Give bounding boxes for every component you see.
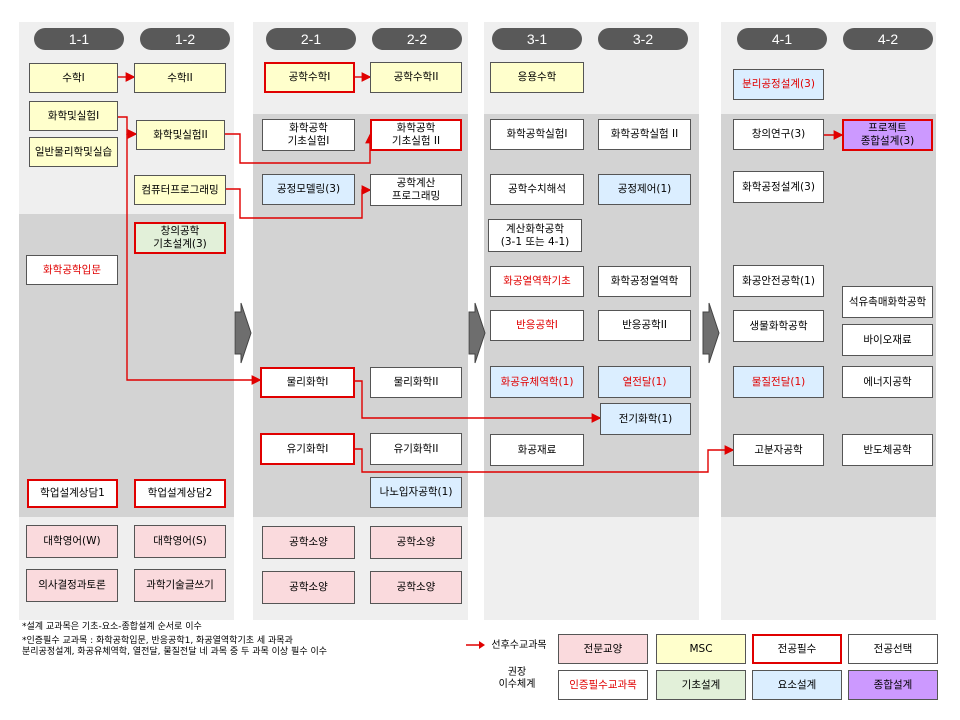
course-science-tech-writing[interactable]: 과학기술글쓰기 [134, 569, 226, 602]
course-process-control[interactable]: 공정제어(1) [598, 174, 691, 205]
course-computational-chemeng[interactable]: 계산화학공학 (3-1 또는 4-1) [488, 219, 582, 252]
course-fluid-mechanics[interactable]: 화공유체역학(1) [490, 366, 584, 398]
course-chem-lab-2[interactable]: 화학및실험II [136, 120, 225, 150]
course-chemeng-basic-lab-1[interactable]: 화학공학 기초실험I [262, 119, 355, 151]
course-academic-consult-1[interactable]: 학업설계상담1 [27, 479, 118, 508]
semester-pill-2-2: 2-2 [372, 28, 462, 50]
course-semiconductor-engineering[interactable]: 반도체공학 [842, 434, 933, 466]
course-eng-literacy-2-2b[interactable]: 공학소양 [370, 571, 462, 604]
legend-prereq-label: 선후수교과목 [491, 640, 547, 651]
course-biomaterials[interactable]: 바이오재료 [842, 324, 933, 356]
course-eng-literacy-2-1b[interactable]: 공학소양 [262, 571, 355, 604]
course-polymer-engineering[interactable]: 고분자공학 [733, 434, 824, 466]
course-chemeng-experiment-1[interactable]: 화학공학실험I [490, 119, 584, 150]
course-chemeng-safety[interactable]: 화공안전공학(1) [733, 265, 824, 297]
legend-major-liberal: 전문교양 [558, 634, 648, 664]
semester-pill-2-1: 2-1 [266, 28, 356, 50]
course-petroleum-catalysis[interactable]: 석유촉매화학공학 [842, 286, 933, 318]
course-electrochemistry[interactable]: 전기화학(1) [600, 403, 691, 435]
course-organic-chemistry-2[interactable]: 유기화학II [370, 433, 462, 465]
semester-pill-1-1: 1-1 [34, 28, 124, 50]
year-transition-arrow-3 [702, 302, 720, 364]
note-design-order: *설계 교과목은 기초-요소-종합설계 순서로 이수 [22, 622, 202, 632]
course-creative-basic-design[interactable]: 창의공학 기초설계(3) [134, 222, 226, 254]
semester-pill-3-2: 3-2 [598, 28, 688, 50]
course-process-modeling[interactable]: 공정모델링(3) [262, 174, 355, 205]
year-transition-arrow-1 [234, 302, 252, 364]
legend-certification-required: 인증필수교과목 [558, 670, 648, 700]
semester-pill-1-2: 1-2 [140, 28, 230, 50]
course-eng-literacy-2-2[interactable]: 공학소양 [370, 526, 462, 559]
course-thermodynamics-basics[interactable]: 화공열역학기초 [490, 266, 584, 297]
course-project-capstone-design[interactable]: 프로젝트 종합설계(3) [842, 119, 933, 151]
legend-msc: MSC [656, 634, 746, 664]
year-transition-arrow-2 [468, 302, 486, 364]
course-chemeng-basic-lab-2[interactable]: 화학공학 기초실험 II [370, 119, 462, 151]
course-eng-math-2[interactable]: 공학수학II [370, 62, 462, 93]
course-numerical-analysis[interactable]: 공학수치해석 [490, 174, 584, 205]
course-heat-transfer[interactable]: 열전달(1) [598, 366, 691, 398]
course-math-1[interactable]: 수학I [29, 63, 118, 93]
course-chemeng-experiment-2[interactable]: 화학공학실험 II [598, 119, 691, 150]
year3-bottom-band [484, 517, 699, 620]
note-certification-required: *인증필수 교과목 : 화학공학입문, 반응공학1, 화공열역학기초 세 과목과… [22, 636, 328, 657]
course-energy-engineering[interactable]: 에너지공학 [842, 366, 933, 398]
course-reaction-engineering-2[interactable]: 반응공학II [598, 310, 691, 341]
semester-pill-4-2: 4-2 [843, 28, 933, 50]
course-separation-process-design[interactable]: 분리공정설계(3) [733, 69, 824, 100]
course-mass-transfer[interactable]: 물질전달(1) [733, 366, 824, 398]
legend-element-design: 요소설계 [752, 670, 842, 700]
legend-major-required: 전공필수 [752, 634, 842, 664]
course-chemeng-materials[interactable]: 화공재료 [490, 434, 584, 466]
course-organic-chemistry-1[interactable]: 유기화학I [260, 433, 355, 465]
course-eng-math-1[interactable]: 공학수학I [264, 62, 355, 93]
legend-major-elective: 전공선택 [848, 634, 938, 664]
course-english-writing[interactable]: 대학영어(W) [26, 525, 118, 558]
course-english-speaking[interactable]: 대학영어(S) [134, 525, 226, 558]
course-chemical-process-design[interactable]: 화학공정설계(3) [733, 171, 824, 203]
course-academic-consult-2[interactable]: 학업설계상담2 [134, 479, 226, 508]
course-chem-lab-1[interactable]: 화학및실험I [29, 101, 118, 131]
legend-recommended-label: 권장 이수체계 [498, 667, 536, 690]
course-physical-chemistry-1[interactable]: 물리화학I [260, 367, 355, 398]
course-biochemical-engineering[interactable]: 생물화학공학 [733, 310, 824, 342]
course-physical-chemistry-2[interactable]: 물리화학II [370, 367, 462, 398]
course-process-thermodynamics[interactable]: 화학공정열역학 [598, 266, 691, 297]
course-reaction-engineering-1[interactable]: 반응공학I [490, 310, 584, 341]
course-eng-calc-programming[interactable]: 공학계산 프로그래밍 [370, 174, 462, 206]
course-computer-programming[interactable]: 컴퓨터프로그래밍 [134, 175, 226, 205]
course-nanoparticle-engineering[interactable]: 나노입자공학(1) [370, 477, 462, 508]
semester-pill-4-1: 4-1 [737, 28, 827, 50]
course-intro-chemical-engineering[interactable]: 화학공학입문 [26, 255, 118, 285]
semester-pill-3-1: 3-1 [492, 28, 582, 50]
legend-prereq-arrow-icon [466, 641, 485, 649]
course-physics-lab[interactable]: 일반물리학및실습 [29, 137, 118, 167]
course-applied-math[interactable]: 응용수학 [490, 62, 584, 93]
course-math-2[interactable]: 수학II [134, 63, 226, 93]
course-decision-debate[interactable]: 의사결정과토론 [26, 569, 118, 602]
legend-basic-design: 기초설계 [656, 670, 746, 700]
legend-comprehensive-design: 종합설계 [848, 670, 938, 700]
course-eng-literacy-2-1[interactable]: 공학소양 [262, 526, 355, 559]
course-creative-research[interactable]: 창의연구(3) [733, 119, 824, 150]
year4-bottom-band [721, 517, 936, 620]
